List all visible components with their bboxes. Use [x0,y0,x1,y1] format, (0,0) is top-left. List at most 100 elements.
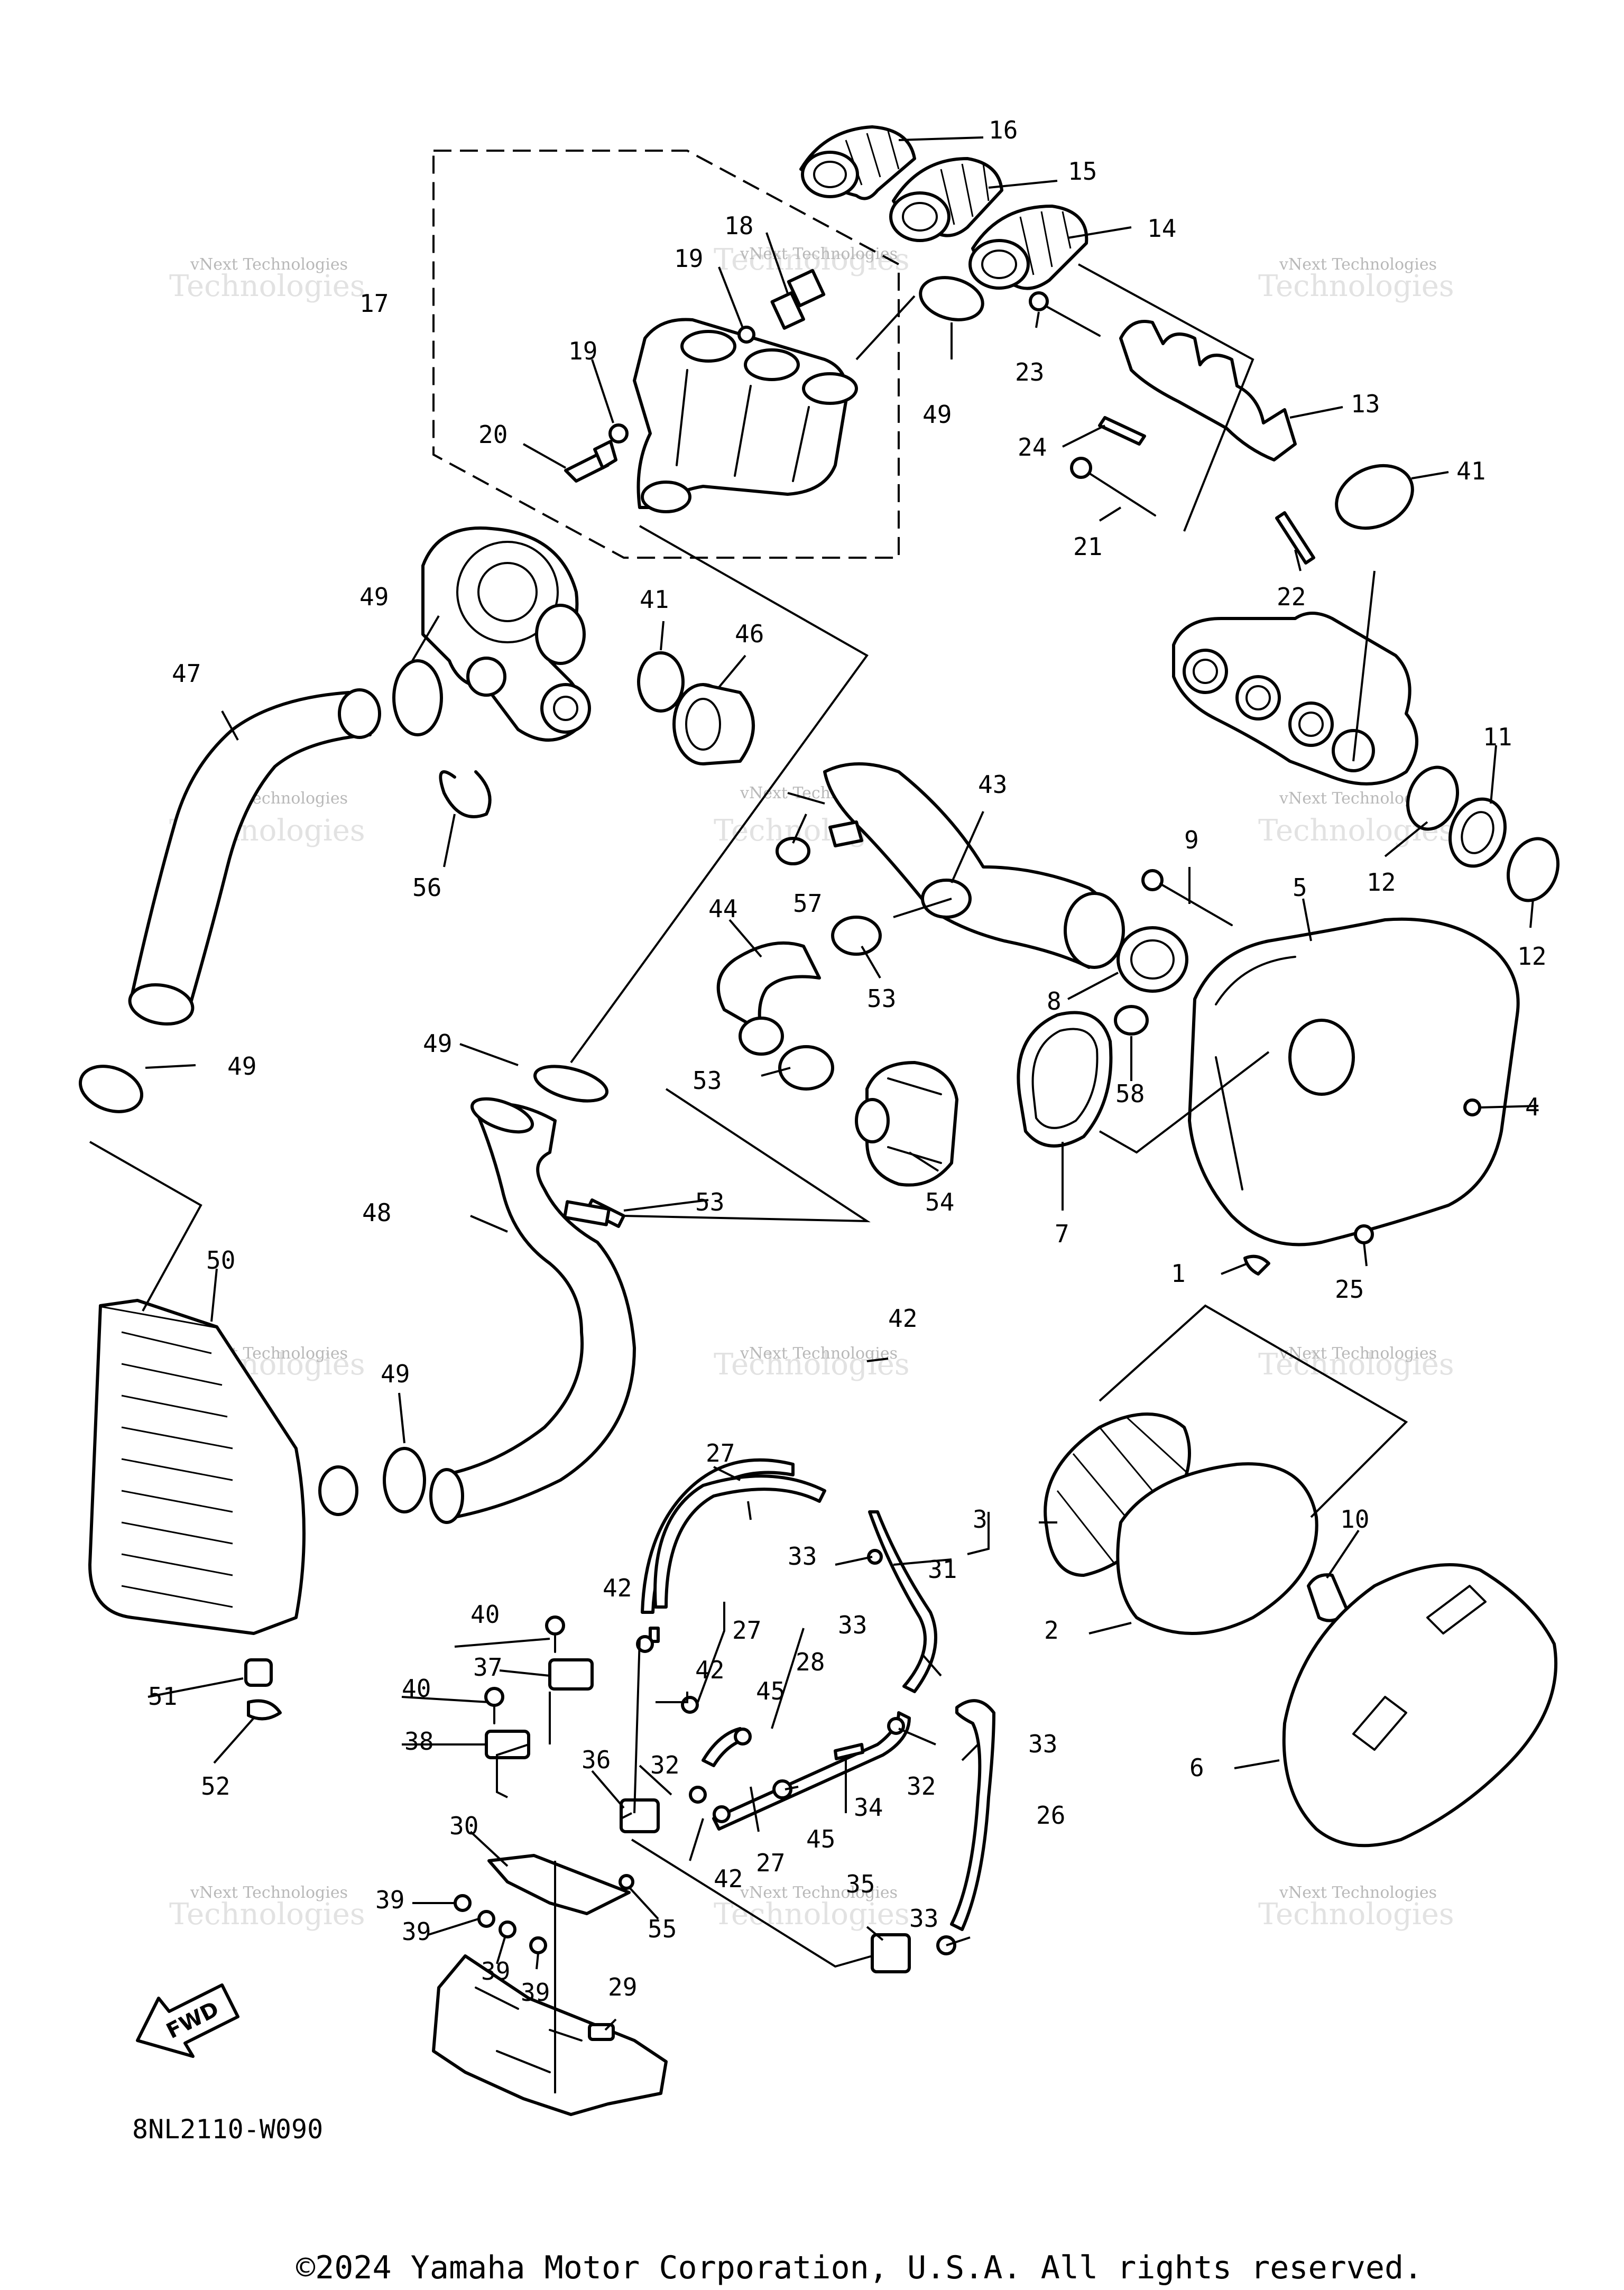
callout-3: 3 [973,1505,988,1534]
callout-41b: 41 [640,585,669,614]
callout-31: 31 [928,1555,957,1584]
callout-29: 29 [608,1973,637,2001]
airbox-cover-6 [1282,1563,1558,1848]
hose-48 [429,1097,636,1524]
hose-26 [950,1699,995,1931]
callout-52: 52 [201,1772,230,1800]
callout-numbers: 16 15 14 18 19 17 19 20 49 23 24 21 13 4… [148,116,1546,2007]
hose-31 [868,1510,937,1693]
bolt-40a [545,1615,565,1653]
sensor-20 [564,440,617,483]
callout-14: 14 [1147,214,1176,243]
callout-37: 37 [473,1653,502,1682]
callout-42a: 42 [888,1304,917,1333]
svg-text:Technologies: Technologies [714,1347,910,1382]
sensor-38 [485,1730,530,1759]
callout-7: 7 [1055,1220,1069,1248]
solenoid-35 [871,1933,911,1973]
callout-44: 44 [708,894,737,923]
callout-57: 57 [793,889,822,918]
hose-44 [716,941,821,1056]
callout-56: 56 [412,873,441,902]
bracket-30 [487,1854,631,1915]
callout-8: 8 [1047,987,1062,1015]
callout-16: 16 [989,116,1018,144]
clamp-53b [778,1045,834,1091]
callout-13: 13 [1351,390,1380,418]
valve-54 [855,1061,958,1187]
callout-12a: 12 [1367,868,1396,897]
clip-52 [247,1699,282,1721]
clip-56 [439,770,492,818]
callout-42d: 42 [714,1864,743,1893]
nut-39b [477,1910,495,1928]
svg-text:vNext Technologies: vNext Technologies [740,1883,898,1902]
callout-20: 20 [478,420,508,449]
bolt-9 [1141,869,1233,926]
callout-51: 51 [148,1682,177,1711]
callout-34: 34 [854,1793,883,1822]
fitting-42b [681,1696,699,1714]
callout-35: 35 [846,1870,875,1898]
callout-33d: 33 [909,1904,938,1933]
callout-26: 26 [1036,1801,1065,1830]
coupler-46 [672,683,755,765]
grommet-58 [1114,1005,1149,1036]
svg-text:Technologies: Technologies [1258,269,1454,303]
callout-15: 15 [1068,157,1097,186]
svg-text:Technologies: Technologies [169,1897,365,1932]
callout-50: 50 [206,1246,235,1275]
nut-39c [499,1920,516,1938]
callout-25: 25 [1335,1275,1364,1304]
sensor-18 [770,269,826,330]
callout-39d: 39 [521,1978,550,2007]
clamp-12a [1406,765,1460,831]
callout-40b: 40 [402,1674,431,1703]
svg-text:Technologies: Technologies [714,1897,910,1932]
fitting-45a [734,1728,752,1746]
clip-1 [1243,1254,1270,1276]
callout-32b: 32 [907,1772,936,1800]
callout-36: 36 [582,1746,611,1774]
callout-49a: 49 [922,400,952,429]
turbocharger [421,526,591,742]
callout-42c: 42 [695,1656,724,1684]
callout-39a: 39 [375,1886,404,1914]
callout-32a: 32 [650,1751,679,1779]
fitting-32a [689,1786,707,1804]
bolt-21 [1070,457,1156,516]
clamp-41a [1335,464,1414,530]
grommet-51 [244,1658,273,1687]
fitting-32b [887,1717,905,1735]
sensor-37 [548,1658,594,1691]
callout-54: 54 [925,1188,954,1216]
callout-24: 24 [1018,433,1047,461]
callout-53a: 53 [867,984,896,1013]
filter-cage-3 [1044,1412,1191,1577]
fwd-arrow-icon: FWD [136,1983,239,2058]
intake-manifold-17 [633,318,858,513]
callout-30: 30 [449,1812,478,1840]
nut-39a [454,1894,472,1912]
airbox-5 [1188,917,1520,1246]
callout-38: 38 [404,1727,433,1756]
callout-53b: 53 [693,1066,722,1095]
coupler-11 [1448,797,1507,868]
diagram-code: 8NL2110-W090 [132,2114,323,2145]
callout-18: 18 [724,211,753,240]
callout-19b: 19 [568,337,597,365]
callout-49c: 49 [423,1029,452,1058]
tube-34 [834,1743,864,1760]
intercooler-50 [88,1299,358,1635]
o-ring-19 [737,326,755,344]
parts-artwork: FWD [78,125,1560,2116]
pin-22 [1275,511,1315,565]
callout-19: 19 [674,244,703,273]
intake-duct-43 [823,762,1125,969]
callout-41a: 41 [1456,457,1485,485]
callout-11: 11 [1483,723,1512,751]
